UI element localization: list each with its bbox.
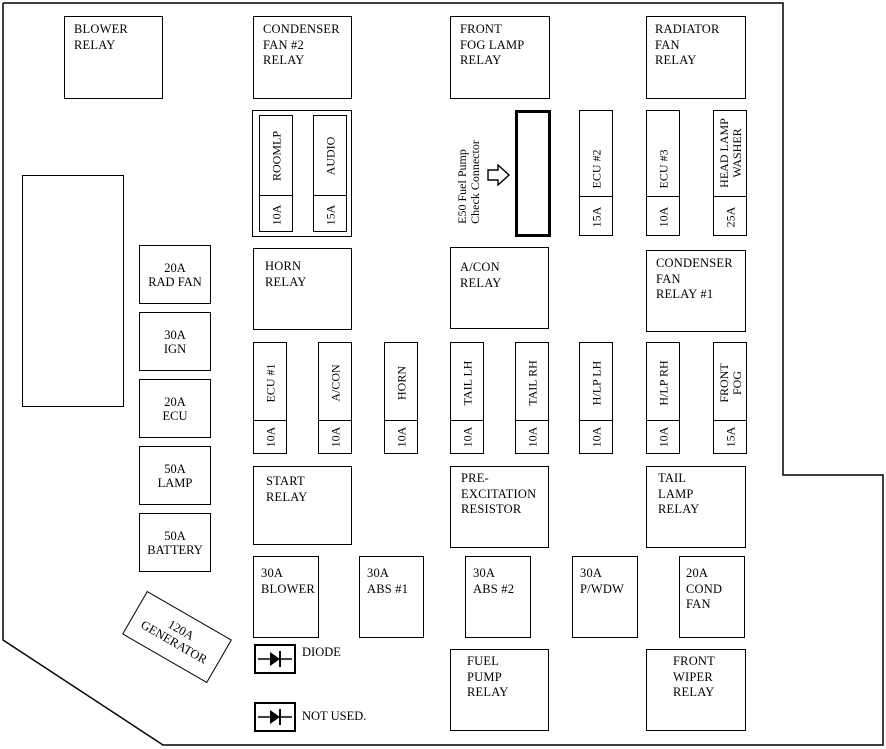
relay-acon: A/CON RELAY — [450, 247, 549, 329]
fuse-ecu: 20A ECU — [139, 379, 211, 438]
relay-blower: BLOWER RELAY — [64, 16, 163, 99]
relay-radiator-fan: RADIATOR FAN RELAY — [646, 16, 746, 99]
mini-fuse-head-lamp-washer: HEAD LAMP WASHER 25A — [713, 110, 747, 236]
fuse-abs-2: 30A ABS #2 — [465, 556, 531, 638]
relay-fuel-pump: FUEL PUMP RELAY — [450, 649, 549, 731]
relay-front-fog-lamp: FRONT FOG LAMP RELAY — [450, 16, 550, 99]
mini-fuse-audio: AUDIO 15A — [313, 115, 347, 232]
relay-condenser-fan-1: CONDENSER FAN RELAY #1 — [646, 250, 746, 332]
fuse-lamp: 50A LAMP — [139, 446, 211, 505]
legend-not-used-label: NOT USED. — [302, 709, 367, 723]
check-connector — [515, 110, 551, 237]
mini-fuse-hlp-rh: H/LP RH 10A — [646, 342, 680, 454]
fuse-rad-fan: 20A RAD FAN — [139, 245, 211, 304]
relay-tail-lamp: TAIL LAMP RELAY — [646, 466, 746, 548]
mini-fuse-ecu-1: ECU #1 10A — [253, 342, 287, 454]
fuse-battery: 50A BATTERY — [139, 513, 211, 572]
mini-fuse-acon: A/CON 10A — [318, 342, 352, 454]
relay-horn: HORN RELAY — [253, 248, 352, 330]
mini-fuse-hlp-lh: H/LP LH 10A — [579, 342, 613, 454]
check-connector-label: E50 Fuel Pump Check Connector — [455, 140, 482, 224]
fuse-abs-1: 30A ABS #1 — [359, 556, 424, 638]
relay-start: START RELAY — [253, 466, 352, 545]
fuse-ign: 30A IGN — [139, 312, 211, 371]
resistor-pre-excitation: PRE- EXCITATION RESISTOR — [450, 466, 549, 548]
mini-fuse-ecu-3: ECU #3 10A — [646, 110, 680, 236]
fuse-block-left — [22, 175, 124, 407]
fuse-cond-fan: 20A COND FAN — [679, 556, 745, 638]
relay-front-wiper: FRONT WIPER RELAY — [646, 649, 746, 731]
legend-diode-box — [254, 644, 296, 674]
mini-fuse-tail-rh: TAIL RH 10A — [515, 342, 549, 454]
fuse-p-wdw: 30A P/WDW — [572, 556, 638, 638]
arrow-right-icon — [487, 164, 511, 186]
legend-diode-label: DIODE — [302, 645, 341, 659]
fuse-blower: 30A BLOWER — [253, 556, 319, 638]
mini-fuse-front-fog: FRONT FOG 15A — [713, 342, 747, 454]
diode-icon — [258, 651, 292, 667]
legend-not-used-box — [254, 702, 296, 732]
diode-icon — [258, 709, 292, 725]
mini-fuse-roomlp: ROOMLP 10A — [259, 115, 293, 232]
mini-fuse-ecu-2: ECU #2 15A — [579, 110, 613, 236]
mini-fuse-horn: HORN 10A — [384, 342, 418, 454]
relay-condenser-fan-2: CONDENSER FAN #2 RELAY — [253, 16, 352, 99]
mini-fuse-tail-lh: TAIL LH 10A — [450, 342, 484, 454]
